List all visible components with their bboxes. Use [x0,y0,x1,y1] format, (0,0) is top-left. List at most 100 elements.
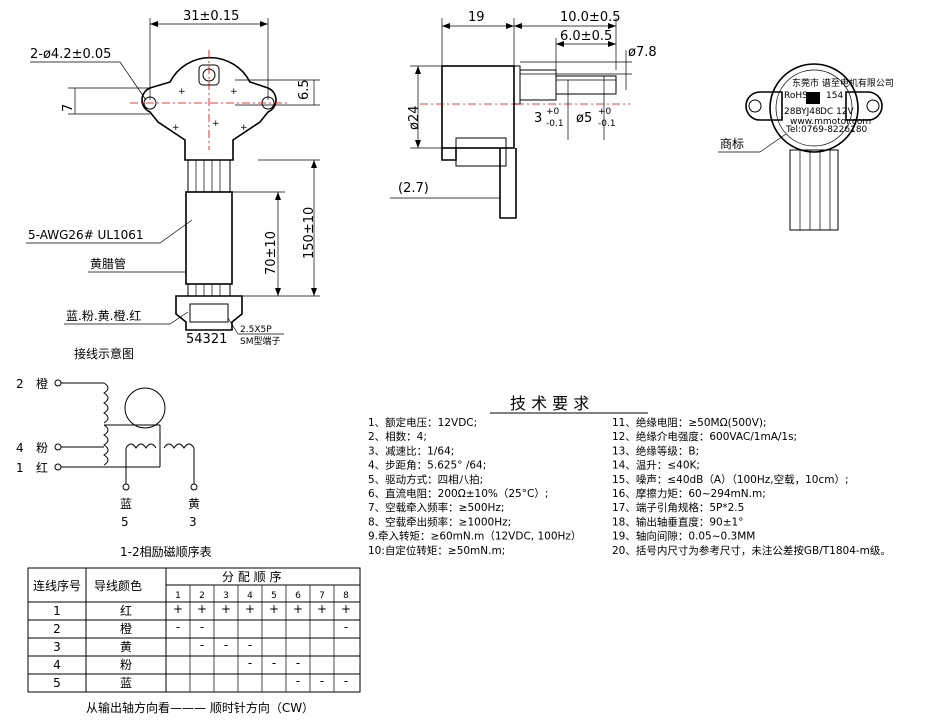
sticker-tel: Tel:0769-8226180 [785,125,868,135]
sticker-rohs: RoHS [784,91,808,101]
wiring-diagram-title: 接线示意图 [74,346,134,361]
sequence-cell: - [296,674,300,688]
row-wire-no: 1 [53,604,61,618]
row-wire-no: 3 [53,640,61,654]
label-wire-spec: 5-AWG26# UL1061 [28,228,144,242]
dim-body-dia: ø24 [407,106,422,131]
dim-body-depth: 19 [468,10,485,25]
dim-cable-70: 70±10 [264,231,279,275]
header-sequence: 分 配 顺 序 [222,569,281,584]
row-wire-color: 粉 [120,658,132,672]
svg-text:+: + [212,119,220,129]
tech-item: 10:自定位转矩：≥50mN.m; [368,544,505,557]
dim-mount-spacing: 31±0.15 [183,9,239,24]
front-view: 31±0.15 2-ø4.2±0.05 7 6.5 + + + + + [26,9,320,361]
svg-text:+: + [172,123,180,133]
dim-flat-width: 3 [534,111,542,126]
sequence-cell: + [173,602,183,616]
tech-item: 8、空载牵出频率：≥1000Hz; [368,515,511,528]
tech-item: 1、额定电压：12VDC; [368,416,477,429]
sequence-cell: - [344,674,348,688]
svg-text:+: + [230,87,238,97]
wire-2-color: 橙 [36,376,48,391]
tech-item: 14、温升：≤40K; [612,460,700,472]
sequence-caption: 1-2相励磁顺序表 [120,544,212,559]
back-view: 东莞市 谱至电机有限公司 RoHS 154 28BYJ48 DC 12V www… [718,63,894,231]
sequence-cell: - [272,656,276,670]
wiring-schematic: 2 橙 4 粉 1 红 蓝 5 黄 3 1-2相励磁顺序表 [16,376,212,559]
step-header: 3 [223,591,229,601]
label-wire-colors: 蓝.粉.黄.橙.红 [66,308,141,323]
dim-flange-thickness: (2.7) [398,181,429,196]
dim-flat-length: 6.0±0.5 [560,29,612,44]
label-sleeve: 黄腊管 [90,256,126,271]
tech-item: 15、噪声：≤40dB（A）（100Hz,空载，10cm）; [612,473,849,486]
label-connector-size: 2.5X5P [240,325,272,335]
sequence-cell: + [269,602,279,616]
sticker-company: 东莞市 谱至电机有限公司 [792,77,894,89]
dim-shaft-tol-dn: -0.1 [598,119,616,129]
dim-shaft-dia: ø5 [576,111,592,126]
side-view: 19 10.0±0.5 6.0±0.5 ø7.8 ø24 (2.7) [390,10,657,219]
step-header: 2 [199,591,205,601]
sticker-voltage: DC 12V [820,107,855,117]
tech-item: 16、摩擦力矩：60~294mN.m; [612,487,766,500]
label-pin-numbers: 54321 [186,332,227,347]
sequence-cell: + [197,602,207,616]
dim-shaft-offset: 6.5 [297,79,312,100]
wire-5-number: 5 [121,515,129,529]
tech-item: 9.牵入转矩：≥60mN.m（12VDC, 100Hz） [368,530,581,543]
tech-item: 13、绝缘等级：B; [612,444,699,457]
row-wire-no: 5 [53,676,61,690]
dim-cable-150: 150±10 [302,207,317,259]
wire-4-color: 粉 [36,441,48,455]
dim-mount-holes: 2-ø4.2±0.05 [30,47,111,62]
wire-3-number: 3 [189,515,197,529]
tech-title: 技 术 要 求 [510,394,589,413]
label-connector-type: SM型端子 [240,335,280,347]
row-wire-color: 黄 [120,640,132,654]
tech-item: 12、绝缘介电强度：600VAC/1mA/1s; [612,430,797,443]
dim-boss-dia: ø7.8 [628,45,657,60]
step-header: 6 [295,591,301,601]
sequence-cell: + [221,602,231,616]
tech-item: 11、绝缘电阻：≥50MΩ(500V); [612,416,767,429]
sequence-cell: - [224,638,228,652]
dim-shaft-tol-up: +0 [598,107,612,117]
trademark-label: 商标 [720,136,744,151]
dim-flat-tol-dn: -0.1 [546,119,564,129]
tech-item: 3、减速比：1/64; [368,444,454,457]
wire-1-number: 1 [16,461,24,475]
step-header: 7 [319,591,325,601]
tech-item: 17、端子引角规格：5P*2.5 [612,501,744,514]
wire-1-color: 红 [36,460,48,475]
svg-text:+: + [240,123,248,133]
tech-item: 19、轴向间隙：0.05~0.3MM [612,530,755,543]
step-header: 5 [271,591,277,601]
row-wire-color: 红 [120,603,132,618]
excitation-sequence-table: 连线序号 导线颜色 分 配 顺 序 从输出轴方向看——— 顺时针方向（CW） 1… [27,567,361,715]
technical-requirements: 技 术 要 求 1、额定电压：12VDC;2、相数：4;3、减速比：1/64;4… [368,394,891,557]
sequence-cell: - [200,638,204,652]
tech-item: 6、直流电阻：200Ω±10%（25°C）; [368,487,548,500]
wire-4-number: 4 [16,441,24,455]
sequence-cell: - [248,656,252,670]
wire-2-number: 2 [16,377,24,391]
svg-text:+: + [178,87,186,97]
step-header: 4 [247,591,253,601]
row-wire-color: 蓝 [120,676,132,690]
tech-item: 20、括号内尺寸为参考尺寸，未注公差按GB/T1804-m级。 [612,544,891,557]
tech-item: 2、相数：4; [368,430,427,443]
sticker-model: 28BYJ48 [784,107,821,117]
wire-3-color: 黄 [188,497,200,511]
tech-left-column: 1、额定电压：12VDC;2、相数：4;3、减速比：1/64;4、步距角：5.6… [368,416,581,557]
sequence-cell: + [341,602,351,616]
tech-right-column: 11、绝缘电阻：≥50MΩ(500V);12、绝缘介电强度：600VAC/1mA… [612,416,891,557]
row-wire-no: 4 [53,658,61,672]
row-wire-color: 橙 [120,621,132,636]
sequence-cell: - [296,656,300,670]
header-wire-color: 导线颜色 [94,578,142,593]
tech-item: 18、输出轴垂直度：90±1° [612,515,743,528]
rotation-direction-note: 从输出轴方向看——— 顺时针方向（CW） [86,700,314,715]
